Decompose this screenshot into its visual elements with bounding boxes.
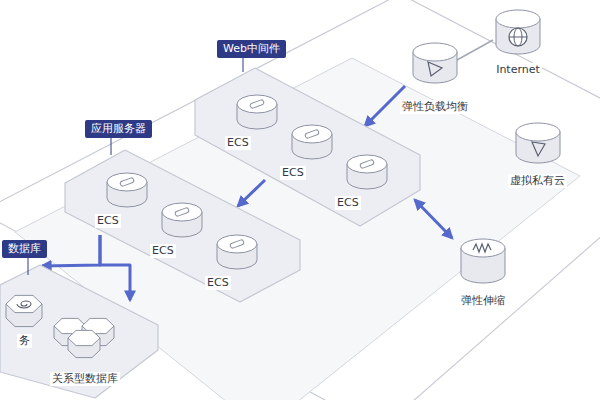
lb-icon	[409, 40, 461, 86]
service-label: Internet	[494, 63, 542, 77]
ecs-icon	[103, 170, 151, 210]
instance-label: ECS	[150, 244, 176, 258]
connector	[238, 180, 265, 206]
instance-label: ECS	[95, 214, 121, 228]
service-icon: 务	[2, 262, 46, 352]
ecs-instance: ECS	[150, 200, 210, 260]
ecs-icon	[343, 152, 391, 192]
instance-label: ECS	[205, 276, 231, 290]
service-icon: 弹性负载均衡	[395, 38, 475, 118]
rds-icon	[40, 312, 130, 362]
ecs-icon	[158, 200, 206, 240]
internet-icon	[492, 7, 544, 57]
service-icon: 弹性伸缩	[445, 232, 520, 316]
ecs-instance: ECS	[335, 152, 395, 212]
service-label: 弹性伸缩	[459, 294, 507, 308]
instance-label: ECS	[280, 166, 306, 180]
ecs-icon	[233, 92, 281, 132]
group-tag: 应用服务器	[85, 120, 152, 138]
group-band: 数据库务关系型数据库	[0, 236, 160, 400]
group-band: 应用服务器 ECS ECS ECS	[60, 116, 305, 308]
ecs-icon	[213, 232, 261, 272]
ecs-instance: ECS	[225, 92, 285, 152]
group-tag: Web中间件	[217, 40, 286, 58]
connector	[457, 40, 493, 60]
instance-label: ECS	[335, 196, 361, 210]
connector	[365, 86, 405, 126]
instance-label: ECS	[225, 136, 251, 150]
ecs-icon	[288, 122, 336, 162]
service-icon: 虚拟私有云	[500, 118, 575, 194]
inner-platform	[15, 58, 580, 400]
redis-icon	[4, 292, 44, 332]
service-icon: Internet	[485, 5, 551, 83]
ecs-instance: ECS	[205, 232, 265, 292]
connector	[415, 200, 452, 238]
service-label: 虚拟私有云	[508, 174, 567, 188]
as-icon	[457, 236, 509, 286]
service-icon: 关系型数据库	[30, 298, 140, 394]
ecs-instance: ECS	[280, 122, 340, 182]
connector	[100, 235, 130, 300]
group-tag: 数据库	[2, 240, 47, 258]
vpc-icon	[512, 120, 564, 166]
connector	[42, 235, 100, 266]
service-label: 务	[17, 334, 32, 348]
service-label: 关系型数据库	[50, 372, 120, 386]
service-label: 弹性负载均衡	[400, 100, 470, 114]
ecs-instance: ECS	[95, 170, 155, 230]
